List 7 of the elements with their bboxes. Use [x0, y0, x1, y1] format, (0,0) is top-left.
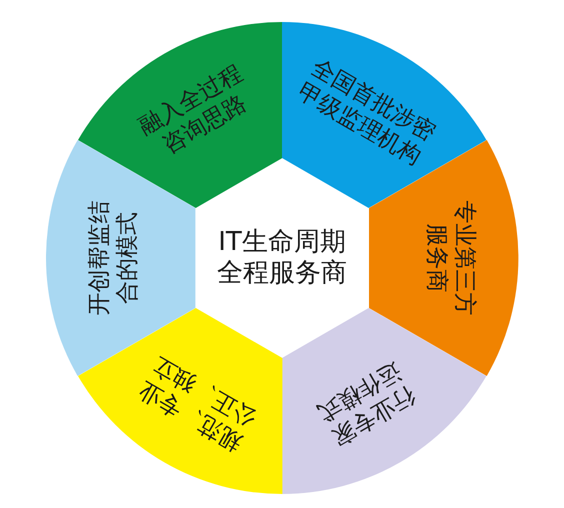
segment-label: 开创帮监结合的模式 — [86, 200, 141, 318]
segment-label: 规范、专业公正、独立 — [133, 351, 262, 458]
segment-label: 融入全过程咨询思路 — [133, 58, 252, 160]
segment-label: 专业第三方服务商 — [422, 200, 478, 318]
center-title: IT生命周期全程服务商 — [216, 226, 348, 290]
segment-label: 行业专家运作模式 — [312, 356, 421, 452]
segment-label: 全国首批涉密甲级监理机构 — [292, 53, 441, 172]
